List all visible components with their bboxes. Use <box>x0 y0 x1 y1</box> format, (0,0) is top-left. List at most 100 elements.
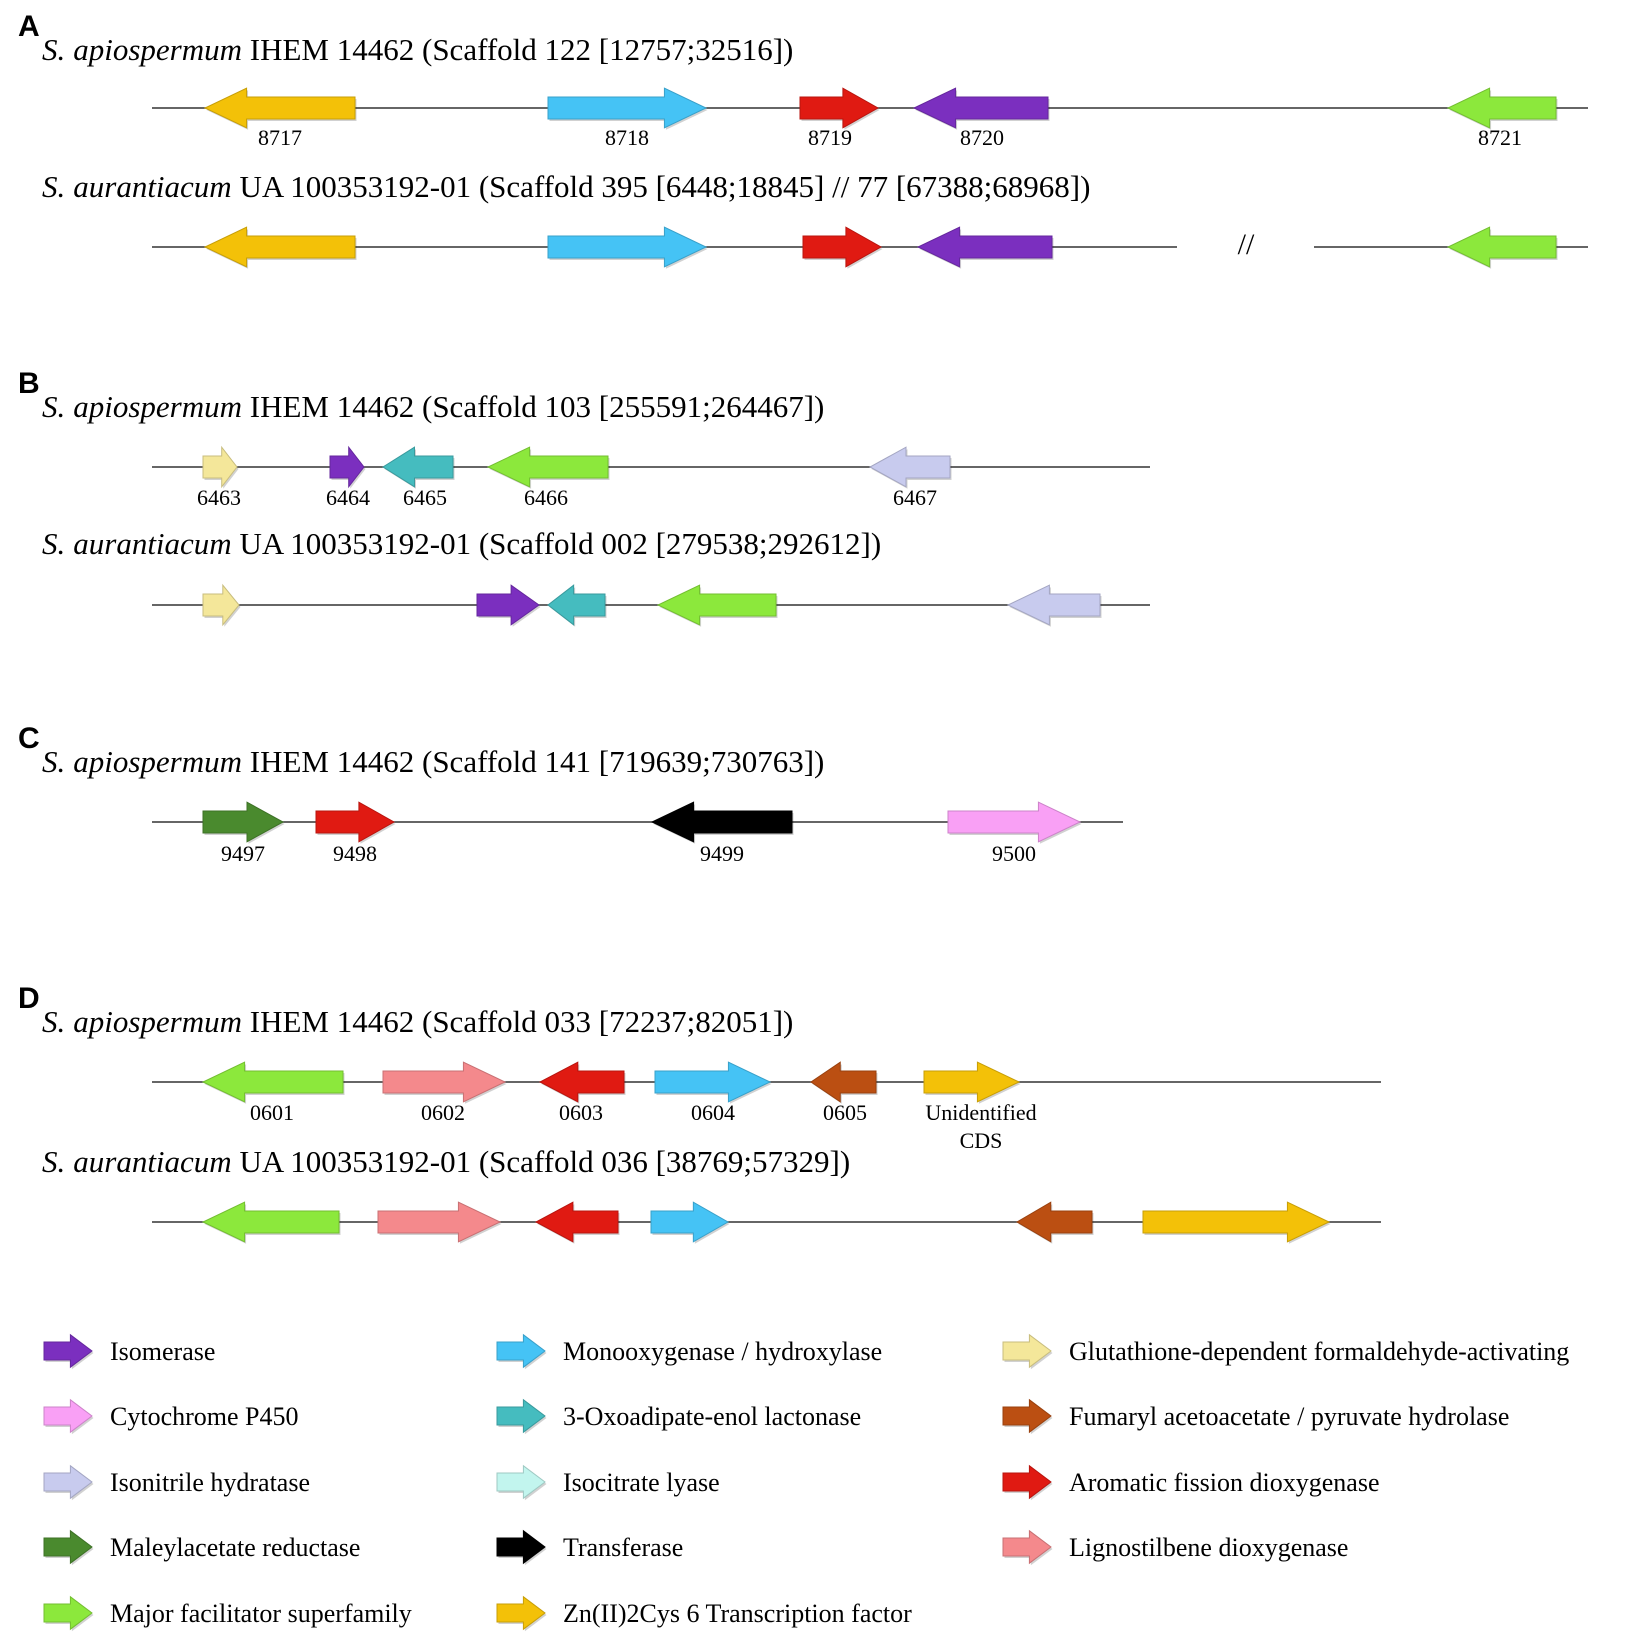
gene-label-6467: 6467 <box>893 485 937 510</box>
panel-c: C S.apiospermum IHEM 14462 (Scaffold 141… <box>18 722 1123 866</box>
gene-arrow-shape <box>1002 1529 1052 1565</box>
gene-arrow-shape <box>799 87 880 129</box>
track-title-b1: S.apiospermum IHEM 14462 (Scaffold 103 [… <box>42 389 824 424</box>
gene-arrow <box>1006 584 1102 627</box>
gene-arrow-shape <box>476 584 540 626</box>
gene-arrow-shape <box>923 1061 1021 1103</box>
gene-arrow-6466 <box>486 446 610 489</box>
legend-item: Aromatic fission dioxygenase <box>1002 1464 1380 1501</box>
gene-arrow-6467 <box>868 446 952 489</box>
legend-label: Glutathione-dependent formaldehyde-activ… <box>1069 1337 1569 1366</box>
gene-arrow-shape <box>1446 226 1557 268</box>
gene-arrow-6464 <box>329 445 366 489</box>
legend-swatch-arrow-icon <box>43 1529 94 1566</box>
gene-label-6464: 6464 <box>326 485 370 510</box>
track-title-a2: S.aurantiacum UA 100353192-01 (Scaffold … <box>42 169 1090 204</box>
gene-arrow-shape <box>377 1201 502 1243</box>
gene-arrow-shape <box>203 226 356 268</box>
legend-label: Cytochrome P450 <box>110 1402 299 1431</box>
gene-arrow-shape <box>43 1333 93 1369</box>
gene-arrow-8721 <box>1446 87 1558 130</box>
gene-arrow <box>534 1201 620 1244</box>
gene-arrow-shape <box>947 801 1082 843</box>
gene-arrow <box>547 226 708 269</box>
gene-arrow-shape <box>203 87 356 129</box>
legend-item: Cytochrome P450 <box>43 1398 299 1435</box>
legend-swatch-arrow-icon <box>43 1398 94 1435</box>
gene-label-cds: CDS <box>960 1128 1003 1153</box>
legend-swatch-arrow-icon <box>43 1464 94 1501</box>
gene-arrow-shape <box>496 1398 546 1434</box>
gene-arrow-shape <box>315 801 396 843</box>
gene-arrow-shape <box>202 583 240 627</box>
gene-arrow-shape <box>43 1464 93 1500</box>
gene-label-0605: 0605 <box>823 1100 867 1125</box>
gene-label-8718: 8718 <box>605 125 649 150</box>
panel-a: A S.apiospermum IHEM 14462 (Scaffold 122… <box>18 10 1588 269</box>
legend-item: Isocitrate lyase <box>496 1464 720 1501</box>
gene-arrow-shape <box>656 584 777 626</box>
legend-label: Transferase <box>563 1533 683 1562</box>
legend-item: Isonitrile hydratase <box>43 1464 310 1501</box>
gene-arrow-shape <box>382 446 454 488</box>
gene-arrow-shape <box>486 446 609 488</box>
gene-arrow <box>802 226 883 269</box>
legend-swatch-arrow-icon <box>1002 1529 1053 1566</box>
gene-label-8717: 8717 <box>258 125 302 150</box>
legend-item: Glutathione-dependent formaldehyde-activ… <box>1002 1333 1569 1370</box>
legend-item: Major facilitator superfamily <box>43 1595 412 1632</box>
gene-arrow-shape <box>1002 1398 1052 1434</box>
gene-arrow-shape <box>1006 584 1101 626</box>
gene-arrow-shape <box>654 1061 772 1103</box>
track-title-a1: S.apiospermum IHEM 14462 (Scaffold 122 [… <box>42 32 793 67</box>
gene-label-9497: 9497 <box>221 841 265 866</box>
gene-arrow <box>1016 1201 1094 1244</box>
legend-item: Lignostilbene dioxygenase <box>1002 1529 1348 1566</box>
legend-item: Transferase <box>496 1529 683 1566</box>
legend-label: Maleylacetate reductase <box>110 1533 360 1562</box>
gene-arrow-0605 <box>810 1061 878 1104</box>
gene-label-0603: 0603 <box>559 1100 603 1125</box>
gene-arrow-shape <box>496 1464 546 1500</box>
track-title-d1: S.apiospermum IHEM 14462 (Scaffold 033 [… <box>42 1004 793 1039</box>
gene-arrow-shape <box>496 1333 546 1369</box>
gene-label-9500: 9500 <box>992 841 1036 866</box>
legend-label: Fumaryl acetoacetate / pyruvate hydrolas… <box>1069 1402 1509 1431</box>
gene-arrow-shape <box>43 1595 93 1631</box>
gene-arrow <box>1446 226 1558 269</box>
legend-label: Zn(II)2Cys 6 Transcription factor <box>563 1599 912 1628</box>
legend-item: Zn(II)2Cys 6 Transcription factor <box>496 1595 912 1632</box>
gene-arrow-0604 <box>654 1061 772 1104</box>
gene-arrow-unidentified-cds <box>923 1061 1021 1104</box>
panel-b: B S.apiospermum IHEM 14462 (Scaffold 103… <box>18 367 1150 627</box>
gene-arrow-shape <box>1002 1464 1052 1500</box>
gene-arrow-shape <box>868 446 951 488</box>
gene-arrow-shape <box>496 1595 546 1631</box>
legend-label: Isocitrate lyase <box>563 1468 720 1497</box>
gene-label-unidentified: Unidentified <box>925 1100 1036 1125</box>
gene-arrow-shape <box>547 87 708 129</box>
legend-swatch-arrow-icon <box>1002 1464 1053 1501</box>
gene-arrow <box>377 1201 502 1244</box>
gene-arrow-9498 <box>315 801 396 844</box>
gene-arrow <box>201 1201 341 1244</box>
legend-swatch-arrow-icon <box>496 1529 547 1566</box>
legend-swatch-arrow-icon <box>496 1464 547 1501</box>
gene-arrow-9500 <box>947 801 1082 844</box>
gene-label-6463: 6463 <box>197 485 241 510</box>
gene-arrow-9499 <box>650 801 794 844</box>
gene-arrow-shape <box>912 87 1049 129</box>
legend-item: Isomerase <box>43 1333 215 1370</box>
gene-label-9499: 9499 <box>700 841 744 866</box>
gene-label-8721: 8721 <box>1478 125 1522 150</box>
gene-arrow-6465 <box>382 446 455 489</box>
gene-arrow-6463 <box>202 445 239 489</box>
legend-label: 3-Oxoadipate-enol lactonase <box>563 1402 861 1431</box>
gene-arrow-shape <box>1016 1201 1093 1243</box>
gene-arrow-shape <box>1142 1201 1331 1243</box>
gene-arrow-8717 <box>203 87 357 130</box>
legend-item: Fumaryl acetoacetate / pyruvate hydrolas… <box>1002 1398 1509 1435</box>
legend-swatch-arrow-icon <box>496 1595 547 1632</box>
gene-arrow <box>547 584 607 627</box>
